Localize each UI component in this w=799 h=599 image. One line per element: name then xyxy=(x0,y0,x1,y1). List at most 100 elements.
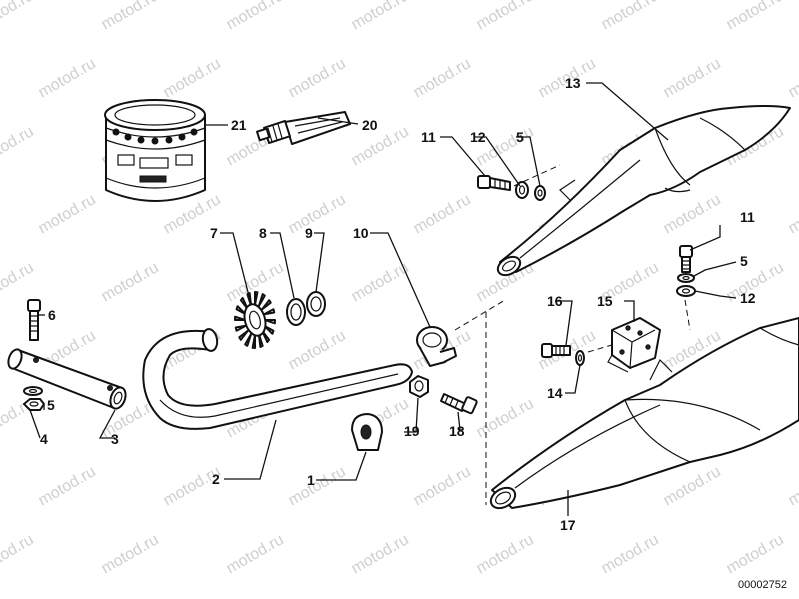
cooling-fin xyxy=(234,315,246,321)
callout-11-right: 11 xyxy=(740,209,755,225)
callout-17: 17 xyxy=(560,517,576,533)
callout-12-upper: 12 xyxy=(470,129,486,145)
part-5-washer-right xyxy=(677,273,695,283)
callout-7: 7 xyxy=(210,225,218,241)
watermark-text: motod.ru xyxy=(599,531,662,577)
watermark-text: motod.ru xyxy=(661,463,724,509)
watermark-text: motod.ru xyxy=(411,55,474,101)
watermark-text: motod.ru xyxy=(411,463,474,509)
part-17-lower-silencer xyxy=(489,317,799,510)
callout-5-upper: 5 xyxy=(516,129,524,145)
part-9-ring xyxy=(306,291,326,317)
part-14-washer xyxy=(575,350,585,366)
part-2-exhaust-pipe xyxy=(142,328,413,430)
watermark-text: motod.ru xyxy=(0,259,37,305)
callout-20: 20 xyxy=(362,117,378,133)
watermark-text: motod.ru xyxy=(786,55,799,101)
callout-3: 3 xyxy=(111,431,119,447)
cooling-fin xyxy=(244,332,253,347)
cooling-fin xyxy=(235,305,247,316)
part-8-ring xyxy=(286,298,306,326)
watermark-text: motod.ru xyxy=(286,191,349,237)
callout-11-upper: 11 xyxy=(421,129,436,145)
callout-1: 1 xyxy=(307,472,315,488)
watermark-text: motod.ru xyxy=(286,463,349,509)
watermark-text: motod.ru xyxy=(724,0,787,33)
part-1-hanger xyxy=(351,413,383,451)
watermark-text: motod.ru xyxy=(349,531,412,577)
part-4-nut xyxy=(23,398,45,411)
watermark-text: motod.ru xyxy=(724,531,787,577)
reference-number: 00002752 xyxy=(738,579,787,591)
watermark-text: motod.ru xyxy=(99,0,162,33)
cooling-fin xyxy=(263,324,275,335)
watermark-text: motod.ru xyxy=(786,463,799,509)
part-12-washer-right xyxy=(676,285,696,297)
callout-8: 8 xyxy=(259,225,267,241)
callout-2: 2 xyxy=(212,471,220,487)
part-11-bolt-upper xyxy=(477,175,511,191)
callout-15: 15 xyxy=(597,293,613,309)
callout-13: 13 xyxy=(565,75,581,91)
cooling-fin xyxy=(238,329,249,341)
part-11-bolt-right xyxy=(679,245,693,273)
callout-10: 10 xyxy=(353,225,369,241)
callout-4: 4 xyxy=(40,431,48,447)
callout-labels: 2 1 20 13 11 12 5 11 5 12 15 16 14 17 7 8… xyxy=(40,75,756,533)
callout-14: 14 xyxy=(547,385,563,401)
cooling-fin xyxy=(261,329,271,344)
callout-18: 18 xyxy=(449,423,465,439)
watermark-text: motod.ru xyxy=(661,191,724,237)
watermark-text: motod.ru xyxy=(349,0,412,33)
cooling-fin xyxy=(257,293,266,308)
watermark-text: motod.ru xyxy=(786,191,799,237)
leader-lines xyxy=(29,82,737,516)
watermark-text: motod.ru xyxy=(224,0,287,33)
callout-9: 9 xyxy=(305,225,313,241)
watermark-text: motod.ru xyxy=(0,531,37,577)
callout-16: 16 xyxy=(547,293,563,309)
callout-5-left: 5 xyxy=(47,397,55,413)
watermark-text: motod.ru xyxy=(599,0,662,33)
part-18-bolt xyxy=(440,393,478,415)
assembly-lines xyxy=(454,164,691,505)
part-21-sealant-can xyxy=(104,99,206,202)
part-6-bolt xyxy=(27,299,41,341)
callout-19: 19 xyxy=(404,423,420,439)
watermark-text: motod.ru xyxy=(286,327,349,373)
watermark-text: motod.ru xyxy=(474,0,537,33)
watermark-text: motod.ru xyxy=(99,531,162,577)
callout-12-right: 12 xyxy=(740,290,756,306)
cooling-fin xyxy=(254,291,259,306)
cooling-fin xyxy=(261,299,272,311)
part-3-crossover-tube xyxy=(7,348,127,410)
part-16-bolt xyxy=(541,343,571,358)
watermark-text: motod.ru xyxy=(36,191,99,237)
watermark-text: motod.ru xyxy=(161,55,224,101)
part-5-washer-left xyxy=(23,386,43,396)
watermark-text: motod.ru xyxy=(286,55,349,101)
watermark-text: motod.ru xyxy=(474,395,537,441)
callout-6: 6 xyxy=(48,307,56,323)
watermark-text: motod.ru xyxy=(349,123,412,169)
part-20-paste-tube xyxy=(256,111,351,145)
part-12-washer-upper xyxy=(515,181,529,199)
part-10-clamp xyxy=(416,326,457,367)
watermark-text: motod.ru xyxy=(474,531,537,577)
watermark-text: motod.ru xyxy=(36,463,99,509)
watermark-text: motod.ru xyxy=(0,0,37,33)
watermark-text: motod.ru xyxy=(0,123,37,169)
cooling-fin xyxy=(257,332,264,348)
cooling-fin xyxy=(264,319,276,325)
watermark-text: motod.ru xyxy=(99,259,162,305)
watermark-text: motod.ru xyxy=(224,531,287,577)
part-5-washer-upper xyxy=(534,185,546,201)
cooling-fin xyxy=(239,296,249,311)
part-7-cooling-fins xyxy=(234,291,276,349)
watermark-text: motod.ru xyxy=(411,191,474,237)
watermark-text: motod.ru xyxy=(661,55,724,101)
cooling-fin xyxy=(251,334,256,349)
part-15-bracket xyxy=(607,317,661,373)
